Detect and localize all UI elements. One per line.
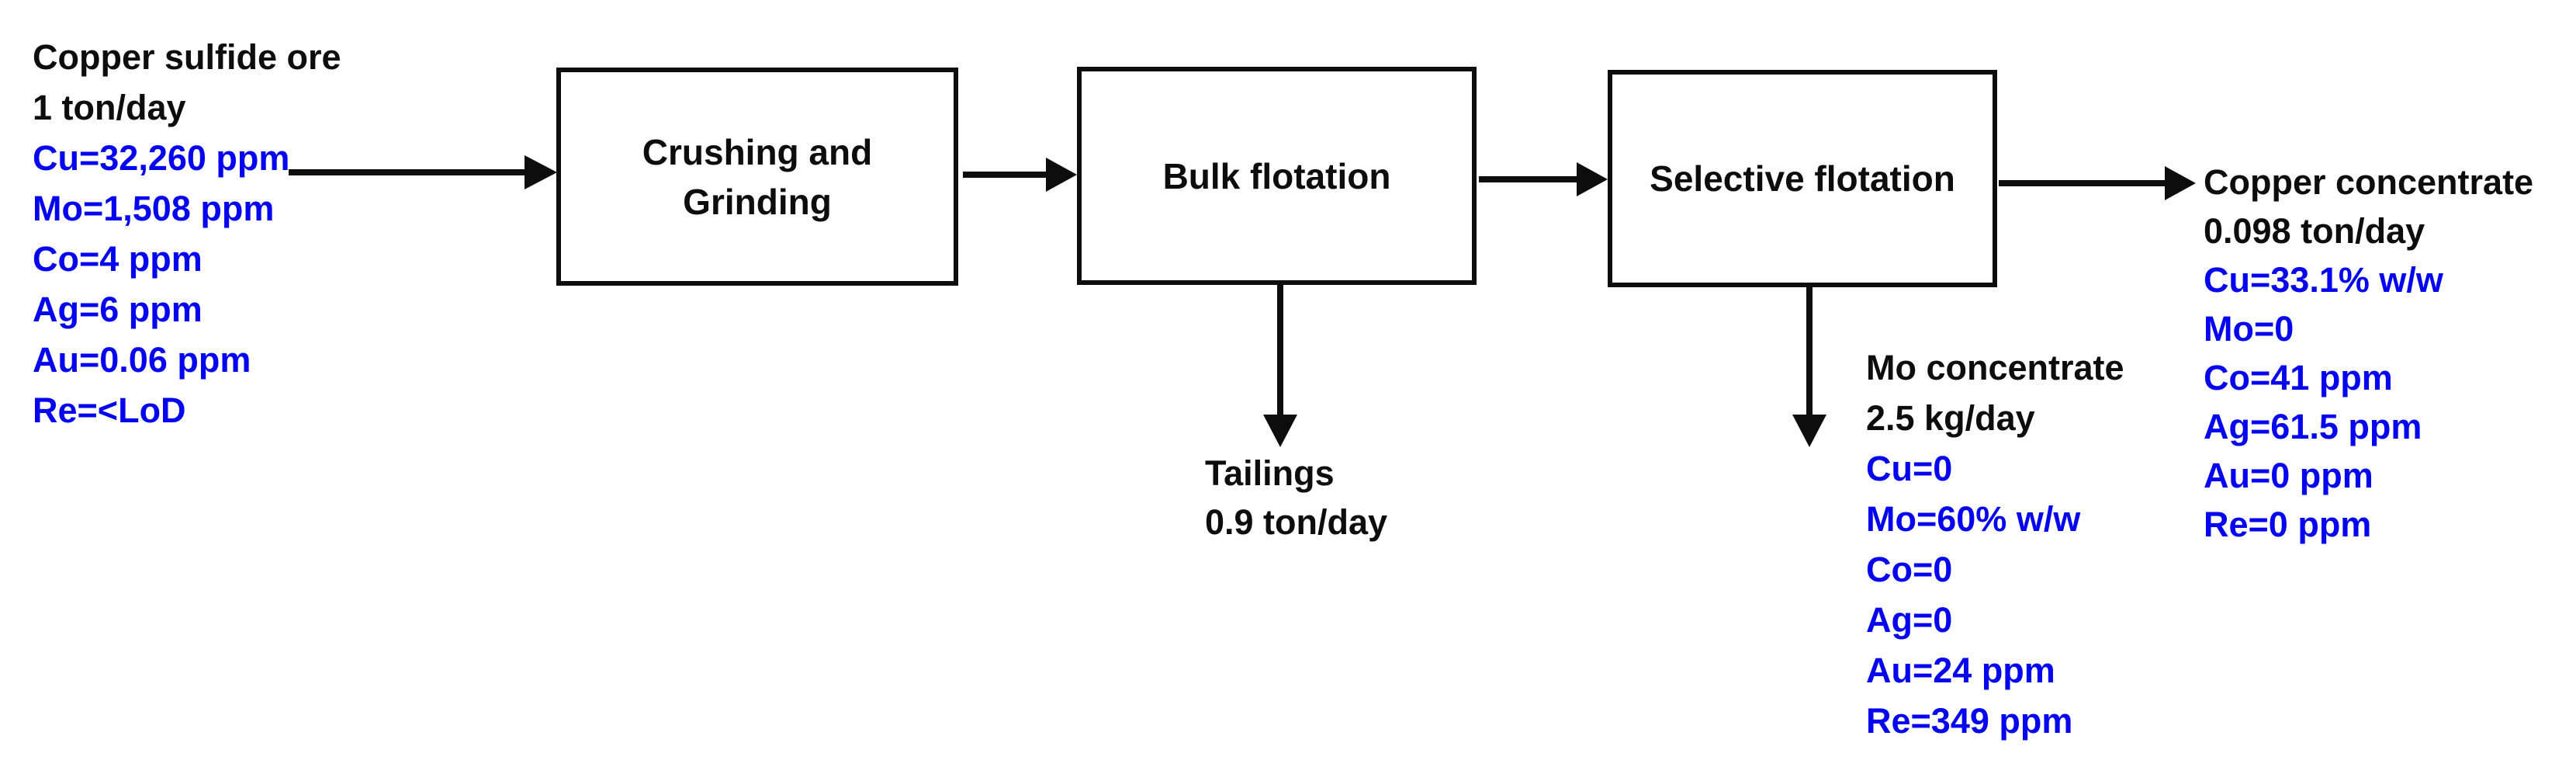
- mo-concentrate-assay-co: Co=0: [1866, 550, 1953, 589]
- copper-concentrate-assay-co: Co=41 ppm: [2204, 358, 2393, 397]
- process-box-crushing-grinding: Crushing and Grinding: [556, 68, 958, 286]
- copper-concentrate-assay-au: Au=0 ppm: [2204, 456, 2373, 495]
- stream-copper-concentrate: Copper concentrate 0.098 ton/day Cu=33.1…: [2204, 158, 2533, 549]
- stream-tailings: Tailings 0.9 ton/day: [1205, 449, 1387, 547]
- tailings-name: Tailings: [1205, 453, 1335, 493]
- mo-concentrate-rate: 2.5 kg/day: [1866, 398, 2035, 438]
- copper-concentrate-assay-cu: Cu=33.1% w/w: [2204, 260, 2443, 300]
- mo-concentrate-assay-ag: Ag=0: [1866, 600, 1953, 640]
- mo-concentrate-assay-cu: Cu=0: [1866, 449, 1953, 488]
- feed-name: Copper sulfide ore: [33, 37, 341, 77]
- copper-concentrate-rate: 0.098 ton/day: [2204, 211, 2425, 251]
- mo-concentrate-assay-mo: Mo=60% w/w: [1866, 499, 2081, 539]
- feed-assay-cu: Cu=32,260 ppm: [33, 138, 290, 178]
- bulk-flotation-label: Bulk flotation: [1162, 155, 1391, 196]
- arrow-bulk-to-selective: [1479, 162, 1608, 196]
- copper-concentrate-name: Copper concentrate: [2204, 162, 2534, 202]
- process-box-crushing-grinding-label: Crushing and Grinding: [642, 127, 872, 227]
- mo-concentrate-assay-au: Au=24 ppm: [1866, 651, 2055, 690]
- mo-concentrate-name: Mo concentrate: [1866, 348, 2124, 387]
- feed-assay-mo: Mo=1,508 ppm: [33, 189, 275, 228]
- selective-flotation-label: Selective flotation: [1650, 158, 1955, 199]
- feed-assay-ag: Ag=6 ppm: [33, 290, 203, 329]
- arrow-feed-to-crushing: [289, 155, 557, 189]
- copper-concentrate-assay-ag: Ag=61.5 ppm: [2204, 407, 2422, 446]
- feed-assay-co: Co=4 ppm: [33, 239, 203, 279]
- stream-feed: Copper sulfide ore 1 ton/day Cu=32,260 p…: [33, 32, 341, 436]
- tailings-rate: 0.9 ton/day: [1205, 502, 1388, 542]
- stream-mo-concentrate: Mo concentrate 2.5 kg/day Cu=0 Mo=60% w/…: [1866, 342, 2124, 746]
- arrow-crushing-to-bulk: [963, 158, 1077, 192]
- copper-concentrate-assay-re: Re=0 ppm: [2204, 505, 2372, 544]
- feed-assay-au: Au=0.06 ppm: [33, 340, 251, 380]
- arrow-selective-to-copper-concentrate: [1999, 166, 2196, 200]
- crushing-label-line1: Crushing and: [642, 131, 873, 172]
- arrow-bulk-to-tailings: [1263, 284, 1297, 447]
- feed-assay-re: Re=<LoD: [33, 390, 186, 430]
- copper-concentrate-assay-mo: Mo=0: [2204, 309, 2294, 349]
- mo-concentrate-assay-re: Re=349 ppm: [1866, 701, 2073, 741]
- crushing-label-line2: Grinding: [683, 181, 832, 222]
- process-box-bulk-flotation: Bulk flotation: [1077, 67, 1477, 285]
- arrow-selective-to-mo-concentrate: [1792, 286, 1826, 447]
- process-box-selective-flotation: Selective flotation: [1608, 70, 1997, 287]
- feed-rate: 1 ton/day: [33, 88, 186, 127]
